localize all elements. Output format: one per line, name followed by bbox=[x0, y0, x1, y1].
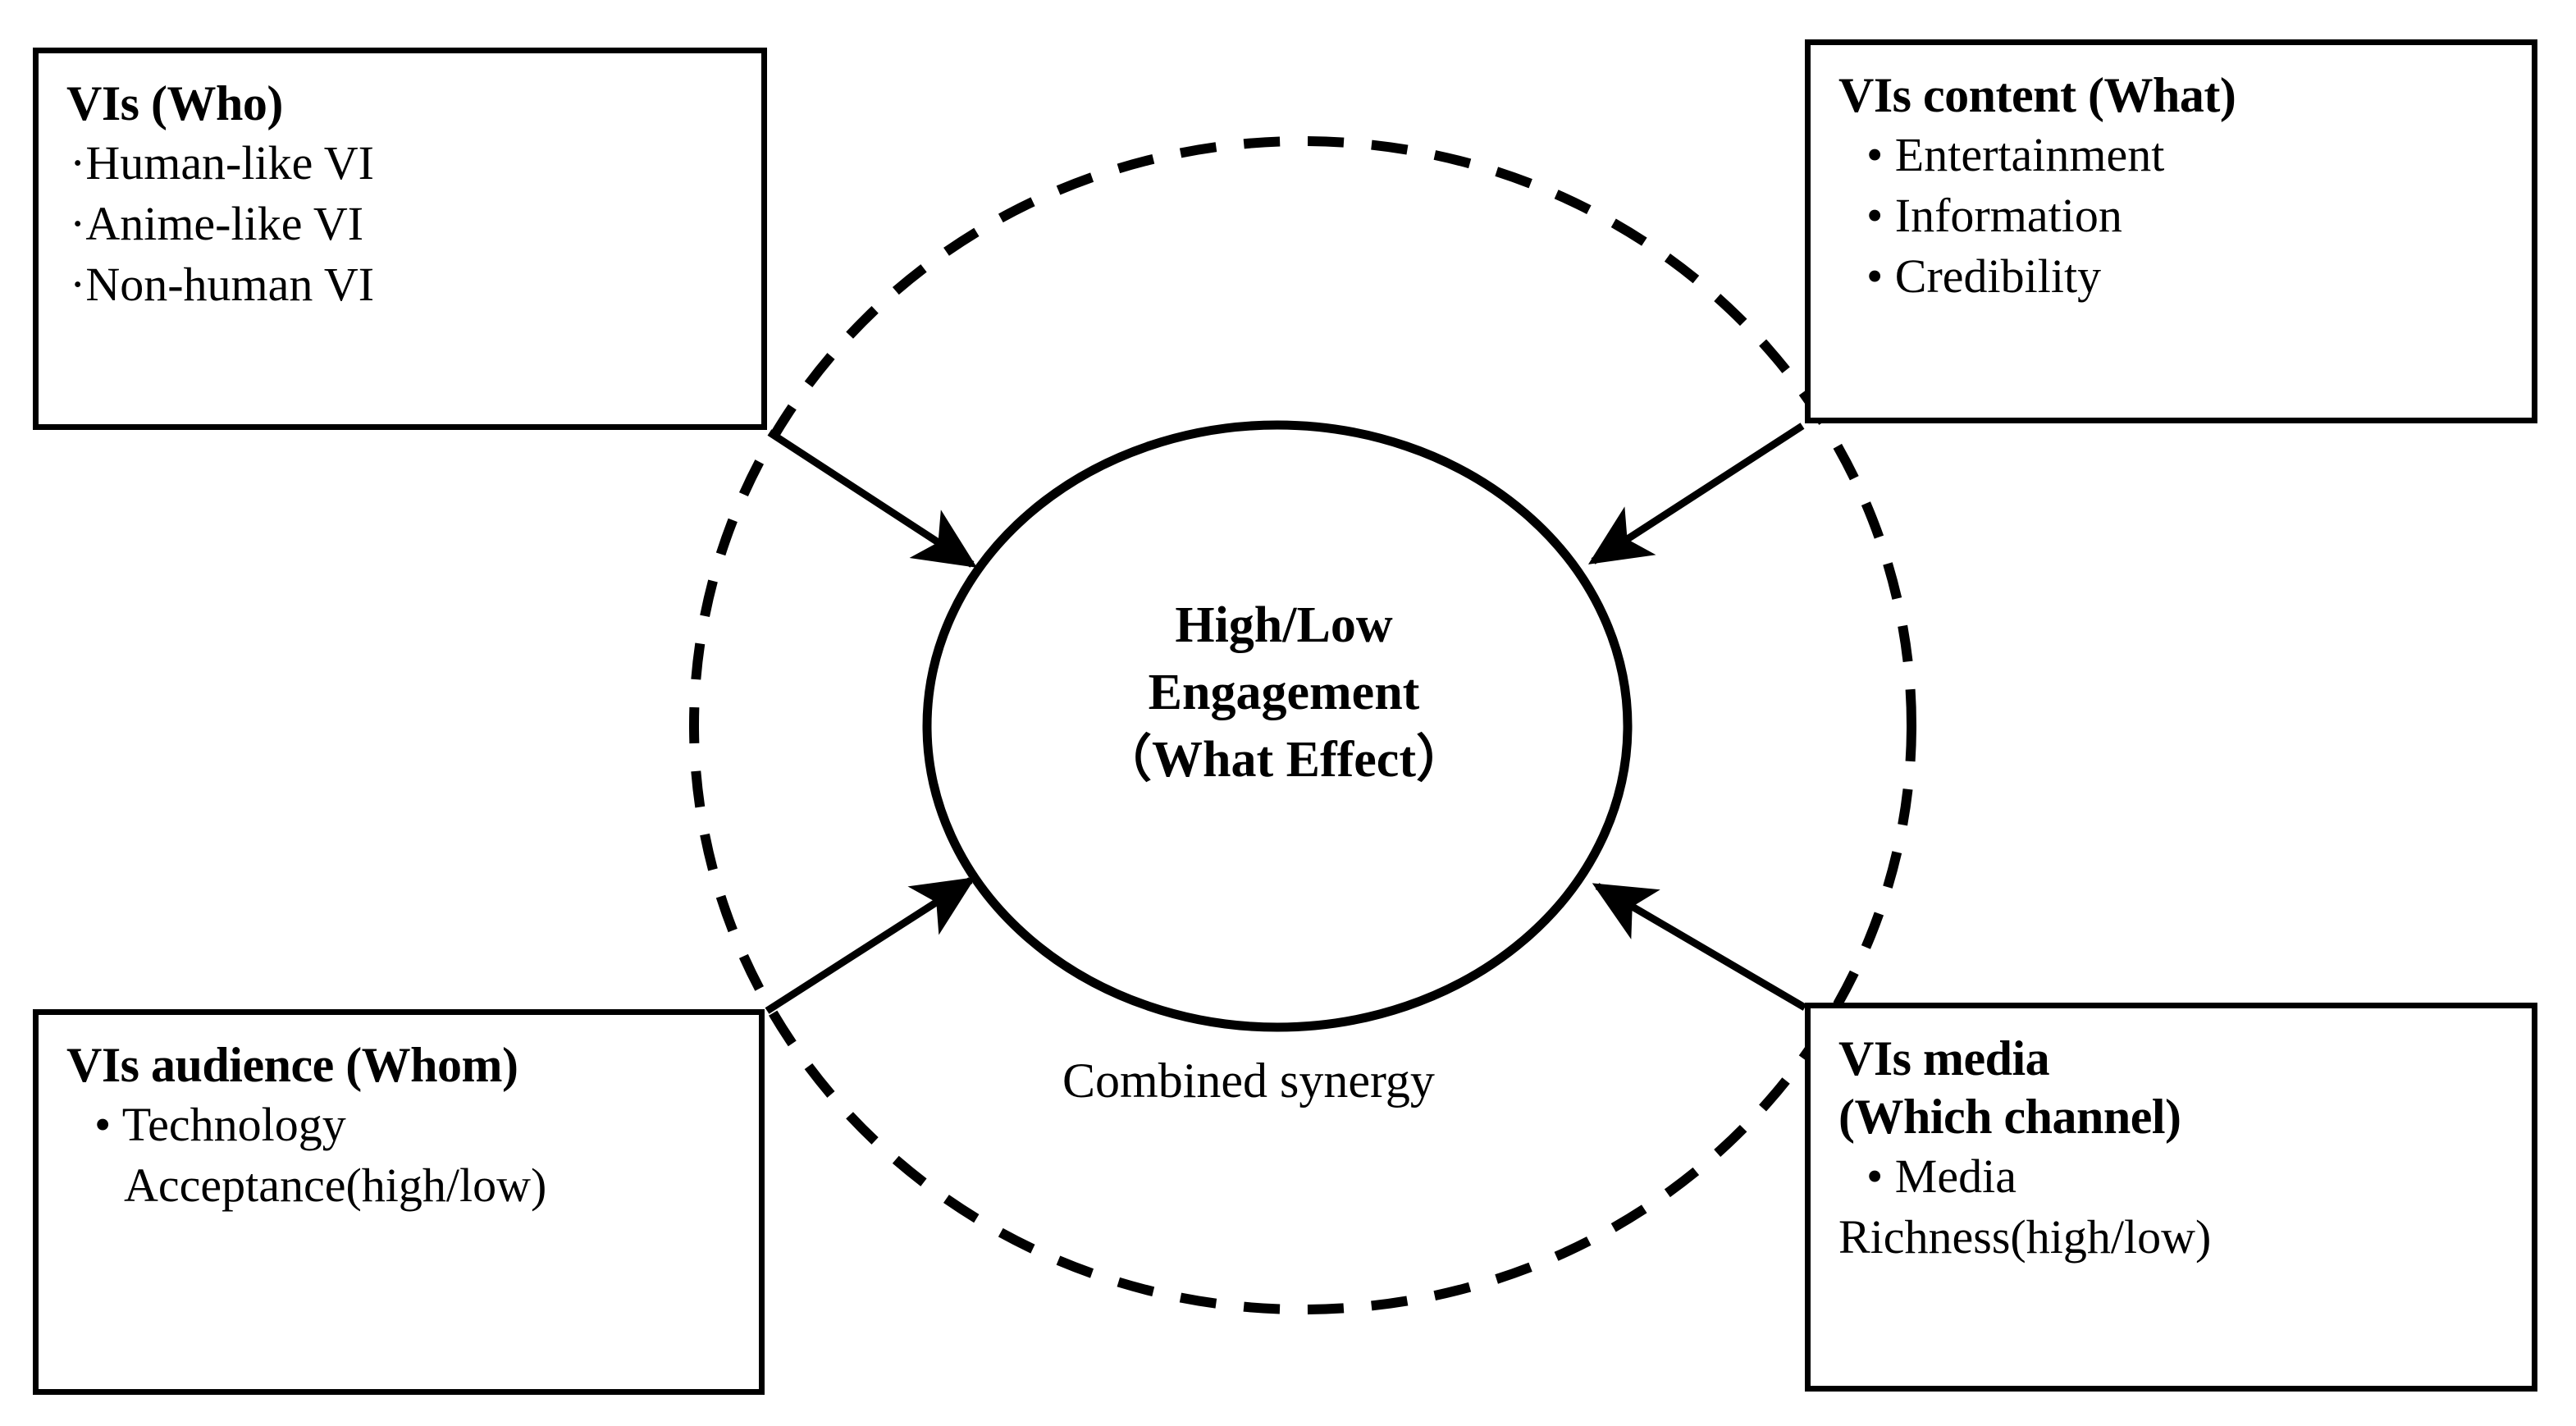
box-vis-content-list: • Entertainment • Information • Credibil… bbox=[1838, 125, 2504, 308]
box-vis-audience-title: VIs audience (Whom) bbox=[66, 1038, 518, 1092]
list-item: ·Human-like VI bbox=[70, 135, 374, 190]
arrow-content-to-center bbox=[1587, 423, 1805, 564]
arrow-who-to-center bbox=[767, 429, 978, 568]
list-item: • Information bbox=[1866, 189, 2122, 243]
box-vis-who-content: VIs (Who) ·Human-like VI ·Anime-like VI … bbox=[39, 53, 761, 316]
box-vis-media: VIs media (Which channel) • Media Richne… bbox=[1805, 1003, 2537, 1392]
box-vis-who-list: ·Human-like VI ·Anime-like VI ·Non-human… bbox=[66, 133, 733, 316]
box-vis-content-title: VIs content (What) bbox=[1838, 68, 2236, 122]
list-item: Richness(high/low) bbox=[1838, 1209, 2212, 1264]
combined-synergy-dashed-ellipse bbox=[689, 136, 1916, 1314]
box-vis-audience-list: • Technology Acceptance(high/low) bbox=[66, 1095, 731, 1216]
arrow-audience-to-center bbox=[765, 877, 976, 1014]
list-item: ·Anime-like VI bbox=[70, 197, 364, 251]
box-vis-media-list: • Media Richness(high/low) bbox=[1838, 1146, 2504, 1268]
list-item: • Entertainment bbox=[1866, 127, 2165, 181]
box-vis-audience: VIs audience (Whom) • Technology Accepta… bbox=[33, 1009, 765, 1395]
box-vis-content: VIs content (What) • Entertainment • Inf… bbox=[1805, 39, 2537, 423]
list-item: ·Non-human VI bbox=[70, 258, 375, 312]
box-vis-content-content: VIs content (What) • Entertainment • Inf… bbox=[1811, 45, 2532, 308]
box-vis-who-title: VIs (Who) bbox=[66, 76, 283, 130]
list-item: • Technology bbox=[94, 1097, 346, 1151]
engagement-core-line-2: Engagement bbox=[1148, 664, 1420, 720]
list-item: • Media bbox=[1866, 1149, 2016, 1203]
box-vis-who: VIs (Who) ·Human-like VI ·Anime-like VI … bbox=[33, 48, 767, 430]
list-item: • Credibility bbox=[1866, 249, 2102, 304]
arrow-media-to-center bbox=[1592, 883, 1807, 1011]
engagement-core-ellipse bbox=[922, 420, 1633, 1032]
box-vis-media-title: VIs media (Which channel) bbox=[1838, 1031, 2181, 1144]
engagement-core-line-3: （What Effect） bbox=[1101, 731, 1467, 788]
list-item: Acceptance(high/low) bbox=[124, 1159, 547, 1213]
combined-synergy-label: Combined synergy bbox=[1062, 1054, 1435, 1108]
box-vis-media-content: VIs media (Which channel) • Media Richne… bbox=[1811, 1008, 2532, 1268]
engagement-core-line-1: High/Low bbox=[1175, 597, 1393, 653]
box-vis-audience-content: VIs audience (Whom) • Technology Accepta… bbox=[39, 1015, 759, 1216]
engagement-core-label: High/Low Engagement （What Effect） bbox=[915, 592, 1653, 793]
